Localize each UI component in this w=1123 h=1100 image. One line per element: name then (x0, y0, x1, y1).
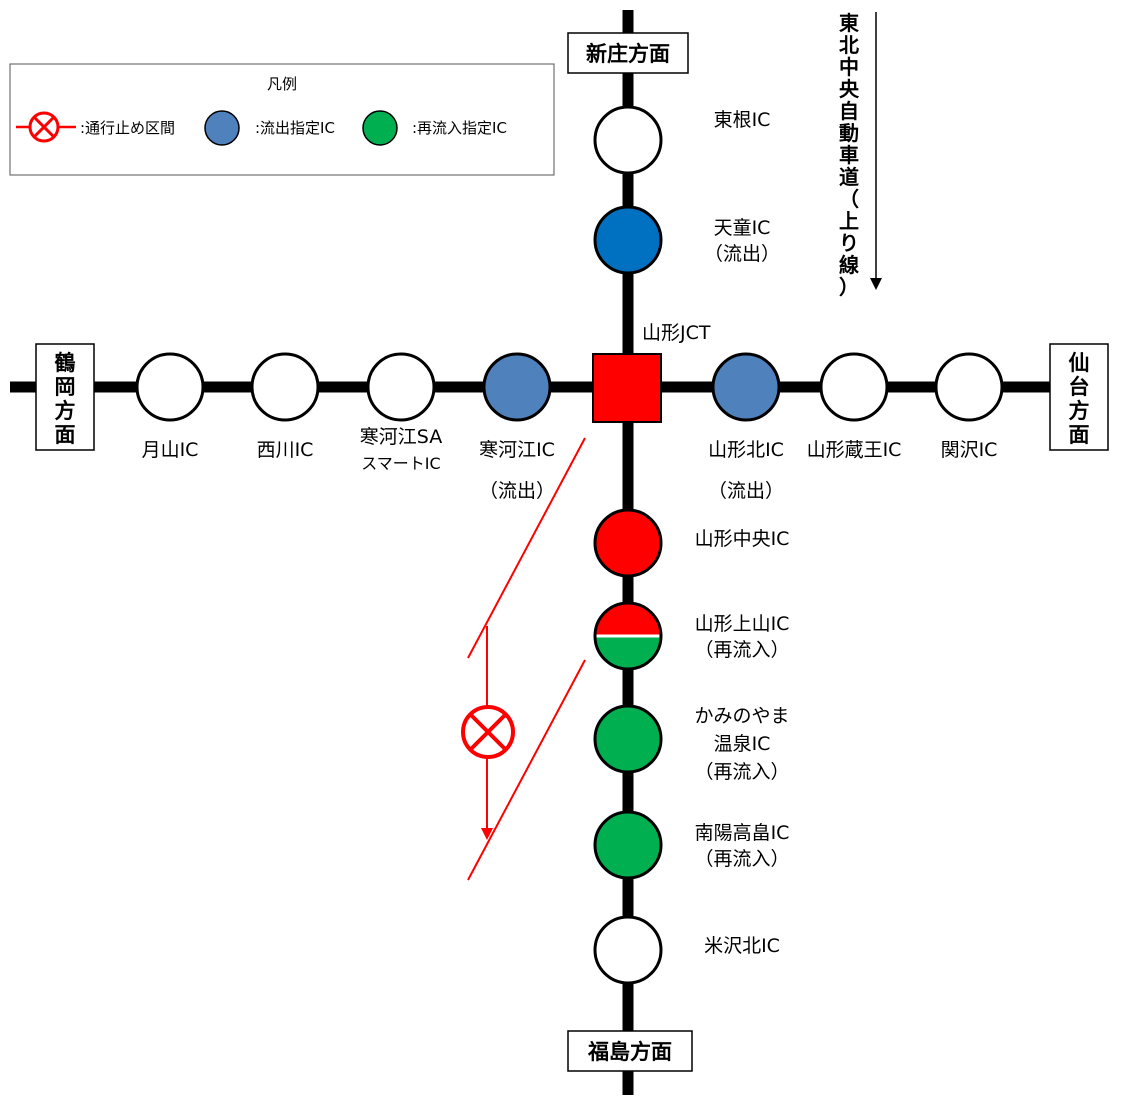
ic-label: （再流入） (694, 639, 789, 661)
h-ic-marker-0 (135, 352, 205, 422)
ic-label: 天童IC (714, 217, 771, 239)
ic-marker-2 (593, 508, 663, 578)
legend: 凡例 :通行止め区間 :流出指定IC :再流入指定IC (9, 63, 555, 176)
ic-label: （流出） (708, 480, 784, 502)
svg-text:福島方面: 福島方面 (587, 1040, 672, 1064)
closure-arrow-head-icon (481, 828, 493, 840)
highway-label: 東北中央自動車道（上り線） (839, 11, 882, 299)
ic-label: （再流入） (694, 848, 789, 870)
junction-label: 山形JCT (642, 322, 711, 344)
ic-marker-5 (593, 810, 663, 880)
yamagata-jct-square (592, 353, 662, 423)
h-ic-marker-5 (819, 352, 889, 422)
ic-marker-0 (593, 105, 663, 175)
ic-marker-6 (593, 915, 663, 985)
legend-outflow-label: :流出指定IC (255, 119, 335, 137)
ic-label: 関沢IC (941, 439, 998, 461)
direction-south: 福島方面 (567, 1030, 693, 1072)
ic-label: 寒河江SA (360, 426, 442, 448)
svg-text:鶴岡方面: 鶴岡方面 (55, 351, 76, 447)
h-ic-marker-4 (711, 352, 781, 422)
highway-name: 東北中央自動車道（上り線） (839, 11, 860, 299)
ic-label: 山形上山IC (695, 613, 790, 635)
ic-label: 米沢北IC (704, 935, 780, 957)
h-ic-marker-1 (250, 352, 320, 422)
h-ic-marker-2 (366, 352, 436, 422)
ic-label: 月山IC (142, 439, 199, 461)
closure-section (461, 437, 586, 881)
ic-label: （流出） (479, 480, 555, 502)
legend-title: 凡例 (267, 75, 297, 93)
legend-green-circle-icon (362, 110, 398, 146)
ic-marker-4 (593, 704, 663, 774)
ic-marker-3 (593, 601, 663, 671)
ic-label: 山形北IC (708, 439, 784, 461)
h-ic-marker-3 (482, 352, 552, 422)
arrow-head-icon (870, 278, 882, 290)
ic-label: 山形蔵王IC (807, 439, 902, 461)
ic-marker-1 (593, 205, 663, 275)
legend-blue-circle-icon (204, 110, 240, 146)
ic-label: かみのやま (694, 705, 789, 727)
legend-closure-label: :通行止め区間 (80, 119, 175, 137)
ic-label: 寒河江IC (479, 439, 555, 461)
ic-label: （再流入） (694, 761, 789, 783)
legend-closure-icon (16, 111, 76, 143)
direction-north: 新庄方面 (567, 32, 689, 74)
ic-label: 温泉IC (714, 733, 771, 755)
ic-label: 東根IC (714, 109, 771, 131)
ic-label: スマートIC (361, 454, 440, 473)
svg-text:新庄方面: 新庄方面 (586, 42, 670, 66)
ic-label: 山形中央IC (695, 528, 790, 550)
direction-east: 仙台方面 (1049, 343, 1109, 451)
closure-icon (461, 705, 515, 759)
ic-label: 南陽高畠IC (695, 822, 790, 844)
svg-text:仙台方面: 仙台方面 (1069, 351, 1090, 447)
h-ic-marker-6 (934, 352, 1004, 422)
direction-west: 鶴岡方面 (35, 343, 95, 451)
ic-label: （流出） (704, 243, 780, 265)
ic-label: 西川IC (257, 439, 314, 461)
legend-reentry-label: :再流入指定IC (412, 119, 507, 137)
